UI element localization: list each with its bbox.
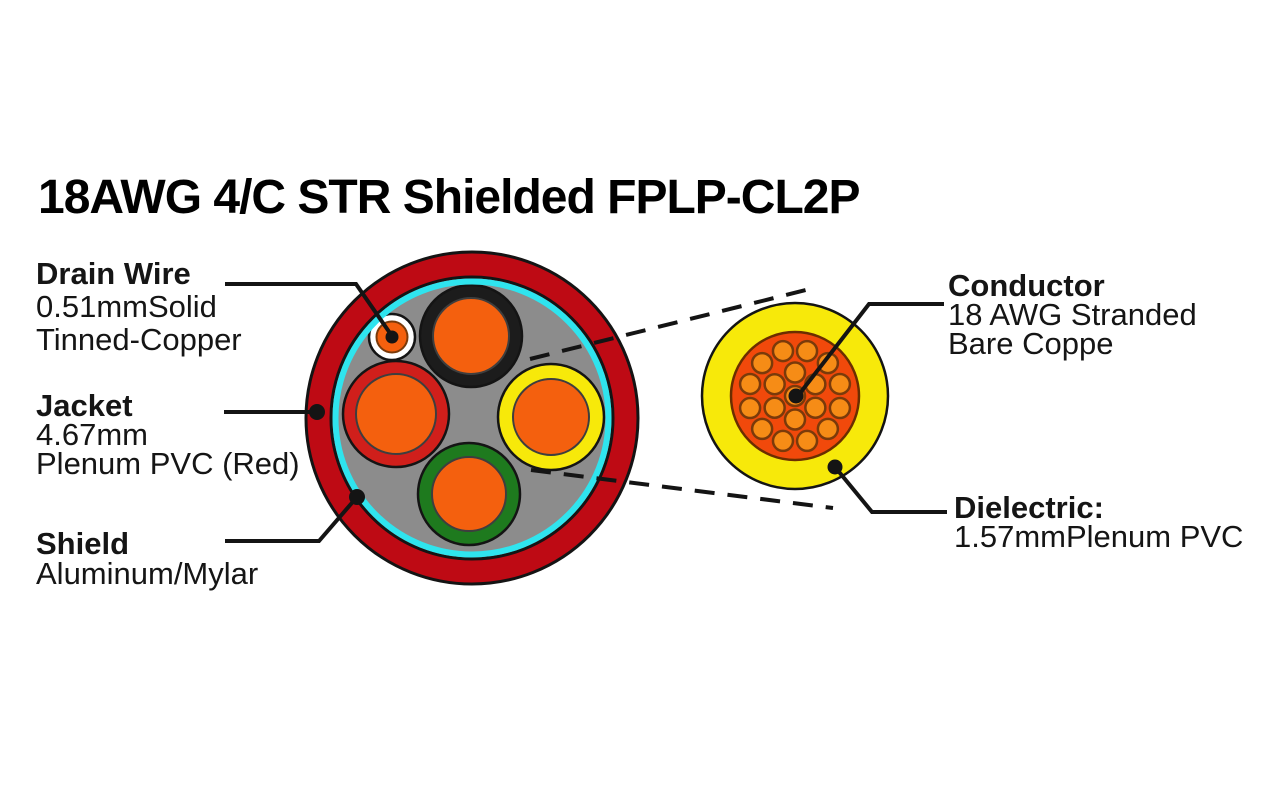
conductor-line-2: Bare Coppe [948, 326, 1114, 361]
shield-label: Shield Aluminum/Mylar [36, 526, 259, 591]
drain-wire-heading: Drain Wire [36, 256, 191, 291]
conductor-strand [828, 396, 852, 420]
drain-wire-leader-line [225, 282, 394, 338]
conductor-line-1: 18 AWG Stranded [948, 297, 1197, 332]
conductor-leader-line [795, 302, 944, 399]
conductor-strand [738, 372, 762, 396]
conductor-strand [750, 351, 774, 375]
green-conductor-core [431, 456, 507, 532]
conductor-strand [738, 396, 762, 420]
cable-cross-section [304, 250, 640, 586]
shield-line-1: Aluminum/Mylar [36, 556, 259, 591]
zoom-dashed-line-bottom [530, 468, 834, 510]
jacket-line-2: Plenum PVC (Red) [36, 446, 300, 481]
conductor-strand [816, 417, 840, 441]
dielectric-label: Dielectric: 1.57mmPlenum PVC [954, 490, 1244, 554]
conductor-strand [828, 372, 852, 396]
jacket-line-1: 4.67mm [36, 417, 148, 452]
conductor-strand [763, 396, 786, 419]
red-conductor-core [355, 373, 437, 455]
yellow-conductor-core [512, 378, 590, 456]
jacket-leader-dot [309, 404, 325, 420]
conductor-yellow [496, 362, 606, 472]
conductor-strand [795, 339, 819, 363]
conductor-green [416, 441, 522, 547]
conductor-strand [783, 361, 807, 384]
conductor-strand [783, 408, 807, 431]
conductor-strand [771, 339, 795, 363]
dielectric-heading: Dielectric: [954, 490, 1104, 525]
jacket-heading: Jacket [36, 388, 133, 423]
jacket-label: Jacket 4.67mm Plenum PVC (Red) [36, 388, 300, 481]
dielectric-line-1: 1.57mmPlenum PVC [954, 519, 1244, 554]
shield-ring [332, 278, 612, 558]
diagram-title: 18AWG 4/C STR Shielded FPLP-CL2P [38, 171, 860, 224]
shield-leader-dot [349, 489, 365, 505]
conductor-black [418, 283, 524, 389]
conductor-strand [763, 373, 786, 396]
conductor-label: Conductor 18 AWG Stranded Bare Coppe [948, 268, 1197, 361]
conductor-strand [750, 417, 774, 441]
conductor-strand [795, 429, 819, 453]
drain-wire-label: Drain Wire 0.51mmSolid Tinned-Copper [36, 257, 242, 356]
leader-lines [224, 282, 947, 543]
black-conductor-core [432, 297, 510, 375]
conductor-strand [816, 351, 840, 375]
conductor-heading: Conductor [948, 268, 1105, 303]
shield-leader-line [225, 495, 359, 543]
conductor-leader-dot [788, 388, 804, 404]
drain-wire-line-1: 0.51mmSolid [36, 289, 217, 324]
conductor-strand [804, 396, 827, 419]
drain-wire-line-2: Tinned-Copper [36, 322, 242, 357]
drain-wire-leader-dot [385, 330, 399, 344]
conductor-strand [771, 429, 795, 453]
shield-heading: Shield [36, 526, 130, 561]
zoom-dashed-line-top [529, 285, 819, 361]
conductor-red [341, 359, 451, 469]
dielectric-leader-dot [827, 459, 843, 475]
strand-group [738, 339, 852, 453]
zoom-projection-lines [529, 285, 834, 510]
dielectric-leader-line [833, 465, 947, 514]
